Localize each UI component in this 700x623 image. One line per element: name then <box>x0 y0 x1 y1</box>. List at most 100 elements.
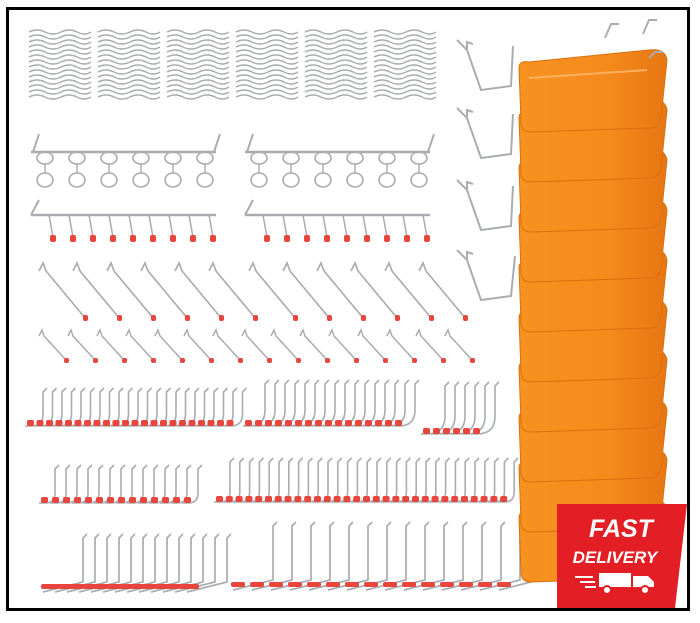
ring <box>36 172 54 188</box>
rack-hanger <box>244 199 254 216</box>
wire-strip <box>235 94 299 100</box>
wire-strip <box>97 94 161 100</box>
j-hook <box>263 457 284 503</box>
red-tip <box>395 420 402 426</box>
wire-strip <box>235 59 299 65</box>
red-tip <box>384 235 390 242</box>
orange-storage-bins <box>518 19 668 583</box>
wire-strip <box>304 94 368 100</box>
wire-strip <box>304 69 368 75</box>
wire-strip <box>235 39 299 45</box>
wire-strip <box>97 59 161 65</box>
rack-pin <box>422 214 428 238</box>
wire-strip <box>28 39 92 45</box>
j-hook <box>331 457 353 503</box>
red-tip <box>470 496 478 502</box>
l-hook <box>42 533 88 593</box>
red-tip <box>315 420 322 426</box>
red-tip <box>112 420 120 426</box>
red-tip <box>326 582 340 587</box>
l-hook <box>479 521 525 591</box>
wire-strip <box>373 79 437 85</box>
wire-strip <box>235 44 299 50</box>
wire-strip <box>166 49 230 55</box>
red-tip <box>130 235 136 242</box>
ring-hook-racks <box>31 133 435 188</box>
red-tip <box>284 235 290 242</box>
short-hook <box>212 328 241 361</box>
rack-pin <box>168 214 174 238</box>
j-hooks <box>25 379 519 504</box>
short-hook <box>67 328 96 361</box>
red-tip <box>459 582 473 587</box>
ring <box>100 151 118 165</box>
wire-strip <box>235 89 299 95</box>
l-hook <box>327 521 373 591</box>
red-tip <box>443 428 450 434</box>
red-tip <box>267 358 272 363</box>
short-hook <box>241 328 270 361</box>
rack-pin <box>208 214 214 238</box>
rack-hanger <box>213 133 221 153</box>
red-tip <box>395 315 400 321</box>
red-tip <box>412 496 419 502</box>
red-tip <box>461 496 468 502</box>
long-hook <box>384 260 433 320</box>
red-tip <box>185 315 190 321</box>
wire-strip <box>373 89 437 95</box>
long-hook <box>140 260 189 320</box>
red-tip <box>307 582 321 587</box>
wire-strip <box>373 64 437 70</box>
ring <box>314 172 332 188</box>
wire-strip <box>28 29 92 35</box>
red-tip <box>463 428 470 434</box>
wire-bracket <box>456 107 514 160</box>
wire-strip <box>373 54 437 60</box>
j-hook <box>263 379 290 427</box>
ring <box>68 172 86 188</box>
red-tip <box>162 497 169 503</box>
red-tip <box>151 497 158 503</box>
wire-strip <box>373 39 437 45</box>
j-hook <box>282 457 304 503</box>
red-tip <box>296 358 301 363</box>
wire-bracket <box>456 249 516 302</box>
red-tip <box>392 496 400 502</box>
red-tip <box>122 358 127 363</box>
red-tip <box>470 358 475 363</box>
red-tip <box>440 582 454 587</box>
wire-strip <box>97 34 161 40</box>
red-tip <box>50 235 56 242</box>
wire-strip <box>97 64 161 70</box>
red-tip <box>253 315 258 321</box>
j-hook <box>351 457 372 503</box>
wire-strip <box>166 59 230 65</box>
red-tip <box>150 235 156 242</box>
bent-wire-brackets <box>456 39 516 302</box>
ring <box>164 172 182 188</box>
ring <box>36 151 54 165</box>
wire-bracket <box>456 179 514 232</box>
wire-strip <box>97 54 161 60</box>
rack-pin <box>342 214 348 238</box>
j-hook <box>353 379 380 427</box>
red-tip <box>170 235 176 242</box>
long-hook <box>350 260 399 320</box>
wire-strip <box>166 34 230 40</box>
wire-strip <box>28 94 92 100</box>
red-tip <box>385 420 392 426</box>
rack-hanger <box>246 133 254 153</box>
red-tip <box>284 496 292 502</box>
long-hook <box>208 260 257 320</box>
red-tip <box>149 584 163 589</box>
red-tip <box>402 582 416 587</box>
j-hook <box>488 457 509 503</box>
red-tip <box>304 235 310 242</box>
fast-delivery-badge: FAST DELIVERY <box>557 504 687 608</box>
red-tip <box>101 584 115 589</box>
red-tip <box>117 315 122 321</box>
j-hook <box>429 457 451 503</box>
red-tip <box>383 582 397 587</box>
red-tip <box>325 358 330 363</box>
wire-bracket <box>456 39 514 92</box>
